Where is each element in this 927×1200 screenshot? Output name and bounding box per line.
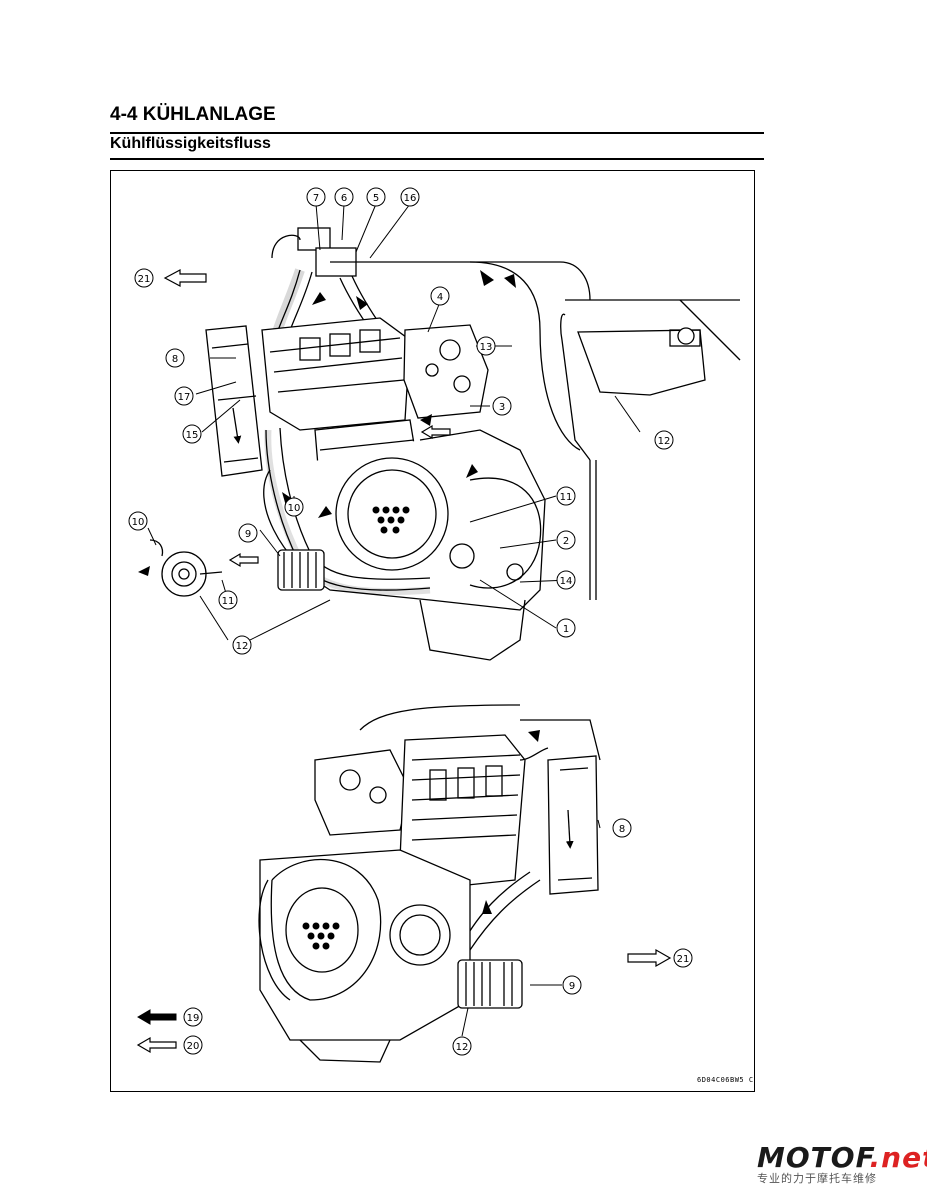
svg-text:4: 4 — [437, 292, 443, 303]
svg-text:8: 8 — [619, 824, 625, 835]
callout-18 — [174, 386, 194, 406]
svg-text:3: 3 — [499, 402, 505, 413]
callouts — [128, 187, 693, 1056]
svg-text:7: 7 — [313, 193, 319, 204]
legend-arrow-solid-icon — [137, 1009, 177, 1025]
callout-12-top — [232, 635, 252, 655]
svg-text:10: 10 — [288, 503, 301, 514]
svg-text:6: 6 — [341, 193, 347, 204]
svg-text:2: 2 — [563, 536, 569, 547]
svg-text:10: 10 — [132, 517, 145, 528]
callout-21-bottom — [673, 948, 693, 968]
callout-20 — [183, 1035, 203, 1055]
callout-12-bottom — [452, 1036, 472, 1056]
callout-19 — [183, 1007, 203, 1027]
svg-text:21: 21 — [138, 274, 151, 285]
callout-15 — [556, 570, 576, 590]
svg-text:9: 9 — [569, 981, 575, 992]
callout-9-top — [238, 523, 258, 543]
svg-text:12: 12 — [456, 1042, 469, 1053]
svg-text:12: 12 — [658, 436, 671, 447]
bottom-engine-illustration — [258, 704, 601, 1063]
callout-6 — [334, 187, 354, 207]
callout-8-top — [165, 348, 185, 368]
callout-13 — [654, 430, 674, 450]
svg-text:19: 19 — [187, 1013, 200, 1024]
callout-9-bottom — [562, 975, 582, 995]
callout-4 — [430, 286, 450, 306]
top-engine-illustration — [149, 227, 741, 661]
svg-text:20: 20 — [187, 1041, 200, 1052]
svg-text:5: 5 — [373, 193, 379, 204]
page-title: 4-4 KÜHLANLAGE — [110, 104, 276, 125]
svg-text:8: 8 — [172, 354, 178, 365]
callout-2 — [556, 530, 576, 550]
svg-text:1: 1 — [563, 624, 569, 635]
svg-text:9: 9 — [245, 529, 251, 540]
legend-arrows — [136, 1009, 177, 1054]
svg-text:15: 15 — [186, 430, 199, 441]
svg-text:12: 12 — [236, 641, 249, 652]
callout-16 — [182, 424, 202, 444]
callout-3 — [492, 396, 512, 416]
callout-8-bottom — [612, 818, 632, 838]
callout-17 — [400, 187, 420, 207]
callout-5 — [366, 187, 386, 207]
svg-text:11: 11 — [560, 492, 573, 503]
callout-11-left — [218, 590, 238, 610]
callout-7 — [306, 187, 326, 207]
section-subtitle: Kühlflüssigkeitsfluss — [110, 135, 271, 152]
callout-14 — [476, 336, 496, 356]
hollow-arrows-top — [163, 269, 451, 568]
callout-10-a — [284, 497, 304, 517]
legend-arrow-hollow-icon — [136, 1036, 177, 1054]
callout-11-top — [556, 486, 576, 506]
svg-text:14: 14 — [560, 576, 573, 587]
watermark: MOTOF.net 专业的力于摩托车维修 — [757, 1141, 927, 1186]
callout-labels: 7 6 5 16 21 4 13 8 17 3 15 12 11 10 10 9… — [132, 193, 690, 1053]
watermark-tagline: 专业的力于摩托车维修 — [757, 1172, 877, 1185]
subtitle-rule — [110, 158, 764, 160]
callout-1 — [556, 618, 576, 638]
figure-frame — [110, 170, 755, 1092]
flow-arrows-bottom — [482, 730, 540, 914]
svg-text:21: 21 — [677, 954, 690, 965]
svg-text:13: 13 — [480, 342, 493, 353]
flow-arrows-top — [138, 270, 516, 576]
svg-text:17: 17 — [178, 392, 191, 403]
hollow-arrows-bottom — [627, 948, 672, 968]
figure-code: 6D04C06BW5 C — [697, 1076, 754, 1084]
title-rule — [110, 132, 764, 134]
watermark-brand: MOTOF.net — [757, 1141, 927, 1174]
svg-text:11: 11 — [222, 596, 235, 607]
callout-21-top — [134, 268, 154, 288]
callout-10-b — [128, 511, 148, 531]
svg-text:16: 16 — [404, 193, 417, 204]
